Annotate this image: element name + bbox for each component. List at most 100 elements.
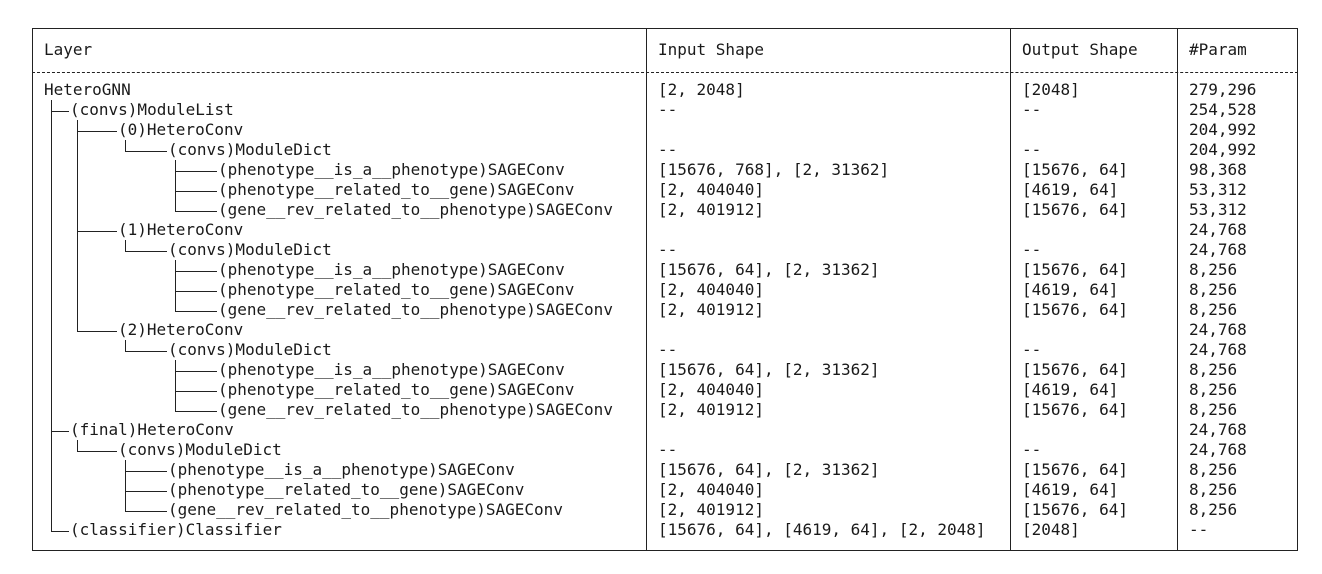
column-divider-input bbox=[646, 28, 647, 550]
tree-connector bbox=[175, 391, 217, 392]
param-count: 8,256 bbox=[1189, 400, 1238, 419]
layer-name: (phenotype__is_a__phenotype)SAGEConv bbox=[218, 160, 565, 179]
tree-connector bbox=[125, 240, 126, 252]
column-divider-output bbox=[1010, 28, 1011, 550]
layer-name: (gene__rev_related_to__phenotype)SAGECon… bbox=[218, 400, 613, 419]
input-shape: [2, 401912] bbox=[658, 400, 764, 419]
layer-name: (convs)ModuleDict bbox=[168, 240, 332, 259]
tree-connector bbox=[77, 331, 117, 332]
tree-connector bbox=[175, 411, 217, 412]
layer-name: (convs)ModuleDict bbox=[118, 440, 282, 459]
tree-connector bbox=[175, 191, 217, 192]
tree-connector bbox=[175, 260, 176, 312]
param-count: 24,768 bbox=[1189, 340, 1247, 359]
tree-connector bbox=[125, 471, 167, 472]
tree-connector bbox=[77, 120, 78, 332]
tree-connector bbox=[125, 340, 126, 352]
input-shape: [15676, 64], [2, 31362] bbox=[658, 360, 880, 379]
input-shape: [15676, 64], [2, 31362] bbox=[658, 260, 880, 279]
layer-name: (1)HeteroConv bbox=[118, 220, 244, 239]
param-count: 8,256 bbox=[1189, 260, 1238, 279]
output-shape: [4619, 64] bbox=[1022, 180, 1119, 199]
header-output-shape: Output Shape bbox=[1022, 40, 1138, 59]
layer-name: (phenotype__related_to__gene)SAGEConv bbox=[218, 280, 575, 299]
layer-name: (2)HeteroConv bbox=[118, 320, 244, 339]
layer-name: (phenotype__related_to__gene)SAGEConv bbox=[218, 380, 575, 399]
output-shape: [4619, 64] bbox=[1022, 280, 1119, 299]
input-shape: [2, 404040] bbox=[658, 180, 764, 199]
output-shape: [15676, 64] bbox=[1022, 400, 1128, 419]
column-divider-left bbox=[32, 28, 33, 550]
tree-connector bbox=[175, 171, 217, 172]
param-count: 8,256 bbox=[1189, 500, 1238, 519]
param-count: -- bbox=[1189, 520, 1209, 539]
layer-name: (phenotype__related_to__gene)SAGEConv bbox=[218, 180, 575, 199]
input-shape: [2, 404040] bbox=[658, 280, 764, 299]
layer-name: (gene__rev_related_to__phenotype)SAGECon… bbox=[168, 500, 563, 519]
tree-connector bbox=[51, 531, 69, 532]
tree-connector bbox=[175, 311, 217, 312]
output-shape: [15676, 64] bbox=[1022, 160, 1128, 179]
param-count: 24,768 bbox=[1189, 420, 1247, 439]
tree-connector bbox=[175, 360, 176, 412]
param-count: 24,768 bbox=[1189, 440, 1247, 459]
tree-connector bbox=[125, 140, 126, 152]
param-count: 8,256 bbox=[1189, 300, 1238, 319]
output-shape: [15676, 64] bbox=[1022, 460, 1128, 479]
output-shape: -- bbox=[1022, 440, 1042, 459]
param-count: 204,992 bbox=[1189, 120, 1257, 139]
tree-connector bbox=[77, 440, 78, 452]
input-shape: -- bbox=[658, 440, 678, 459]
input-shape: [15676, 768], [2, 31362] bbox=[658, 160, 890, 179]
param-count: 24,768 bbox=[1189, 320, 1247, 339]
tree-connector bbox=[125, 491, 167, 492]
output-shape: [15676, 64] bbox=[1022, 360, 1128, 379]
column-divider-param bbox=[1177, 28, 1178, 550]
input-shape: [2, 401912] bbox=[658, 200, 764, 219]
input-shape: -- bbox=[658, 140, 678, 159]
output-shape: -- bbox=[1022, 340, 1042, 359]
input-shape: -- bbox=[658, 240, 678, 259]
output-shape: [15676, 64] bbox=[1022, 260, 1128, 279]
param-count: 98,368 bbox=[1189, 160, 1247, 179]
input-shape: [2, 2048] bbox=[658, 80, 745, 99]
input-shape: [15676, 64], [4619, 64], [2, 2048] bbox=[658, 520, 986, 539]
param-count: 53,312 bbox=[1189, 180, 1247, 199]
tree-connector bbox=[77, 131, 117, 132]
tree-connector bbox=[51, 111, 69, 112]
layer-name: (0)HeteroConv bbox=[118, 120, 244, 139]
input-shape: [2, 404040] bbox=[658, 480, 764, 499]
param-count: 254,528 bbox=[1189, 100, 1257, 119]
layer-name: (gene__rev_related_to__phenotype)SAGECon… bbox=[218, 300, 613, 319]
tree-connector bbox=[125, 151, 167, 152]
tree-connector bbox=[175, 271, 217, 272]
tree-connector bbox=[175, 371, 217, 372]
param-count: 8,256 bbox=[1189, 380, 1238, 399]
layer-name: (phenotype__is_a__phenotype)SAGEConv bbox=[218, 360, 565, 379]
output-shape: -- bbox=[1022, 140, 1042, 159]
tree-connector bbox=[51, 431, 69, 432]
param-count: 24,768 bbox=[1189, 240, 1247, 259]
table-top-border bbox=[32, 28, 1298, 29]
table-bottom-border bbox=[32, 550, 1298, 551]
tree-connector bbox=[51, 100, 52, 532]
output-shape: [4619, 64] bbox=[1022, 480, 1119, 499]
tree-connector bbox=[77, 231, 117, 232]
layer-name: (classifier)Classifier bbox=[70, 520, 282, 539]
layer-name: (gene__rev_related_to__phenotype)SAGECon… bbox=[218, 200, 613, 219]
input-shape: [2, 401912] bbox=[658, 300, 764, 319]
param-count: 53,312 bbox=[1189, 200, 1247, 219]
output-shape: [4619, 64] bbox=[1022, 380, 1119, 399]
layer-name: (phenotype__is_a__phenotype)SAGEConv bbox=[168, 460, 515, 479]
header-layer: Layer bbox=[44, 40, 93, 59]
input-shape: -- bbox=[658, 340, 678, 359]
layer-name: (convs)ModuleDict bbox=[168, 140, 332, 159]
header-param: #Param bbox=[1189, 40, 1247, 59]
layer-name: (phenotype__is_a__phenotype)SAGEConv bbox=[218, 260, 565, 279]
tree-connector bbox=[175, 160, 176, 212]
tree-connector bbox=[175, 291, 217, 292]
output-shape: [15676, 64] bbox=[1022, 500, 1128, 519]
input-shape: [2, 404040] bbox=[658, 380, 764, 399]
header-input-shape: Input Shape bbox=[658, 40, 764, 59]
